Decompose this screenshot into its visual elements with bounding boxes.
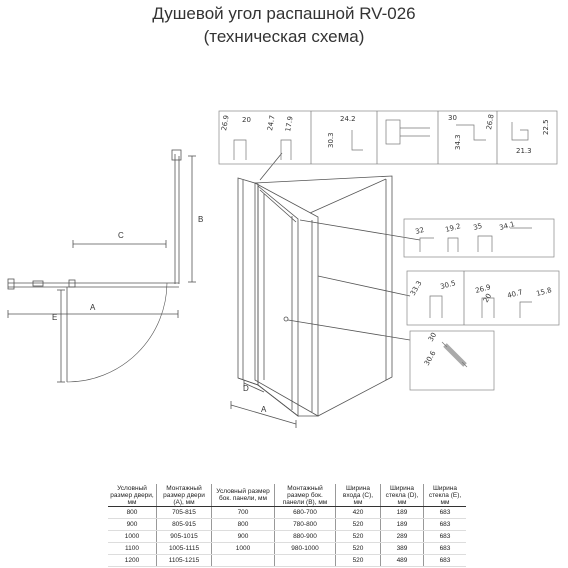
svg-text:26.9: 26.9 [474, 283, 491, 295]
svg-text:22.5: 22.5 [542, 119, 550, 135]
table-header: Ширина стекла (D), мм [380, 484, 424, 507]
iso-label-d: D [243, 384, 249, 393]
table-header: Ширина стекла (E), мм [423, 484, 466, 507]
table-header: Условный размер двери, мм [108, 484, 157, 507]
svg-text:30.5: 30.5 [439, 279, 456, 291]
table-header: Монтажный размер бок. панели (B), мм [274, 484, 336, 507]
svg-text:35: 35 [472, 222, 483, 232]
detail-hinge-profiles [403, 218, 555, 258]
svg-text:26.8: 26.8 [485, 114, 496, 131]
detail-top-profiles [218, 110, 558, 165]
svg-text:32: 32 [414, 226, 425, 236]
detail-handle [409, 330, 495, 391]
diagram-subtitle: (техническая схема) [203, 27, 365, 46]
detail-hinge-dimensions: 32 19.2 35 34.1 [414, 220, 515, 236]
table-header: Условный размер бок. панели, мм [211, 484, 275, 507]
plan-label-c: C [118, 231, 124, 240]
svg-text:24.2: 24.2 [340, 115, 356, 123]
sizes-table: Условный размер двери, мм Монтажный разм… [108, 484, 466, 567]
svg-text:33.3: 33.3 [409, 279, 424, 297]
svg-text:30: 30 [427, 331, 438, 343]
svg-text:40.7: 40.7 [506, 288, 523, 300]
svg-text:20: 20 [242, 116, 251, 124]
table-header: Монтажный размер двери (A), мм [156, 484, 212, 507]
table-header: Ширина входа (C), мм [335, 484, 381, 507]
detail-seal-dimensions: 33.3 30.5 26.9 20 40.7 15.8 [409, 279, 553, 304]
svg-text:26.9: 26.9 [220, 115, 231, 132]
table-header-row: Условный размер двери, мм Монтажный разм… [108, 484, 466, 507]
plan-label-e: E [52, 313, 57, 322]
svg-text:30: 30 [448, 114, 457, 122]
detail-seal-profiles [406, 270, 560, 326]
svg-text:20: 20 [482, 292, 493, 304]
svg-text:17.9: 17.9 [284, 116, 295, 133]
svg-text:24.7: 24.7 [266, 115, 277, 132]
svg-text:30.6: 30.6 [423, 349, 438, 367]
isometric-view [230, 152, 421, 428]
diagram-title: Душевой угол распашной RV-026 [152, 4, 416, 23]
svg-text:34.1: 34.1 [498, 220, 515, 232]
detail-top-dimensions: 26.9 20 24.7 17.9 24.2 30.3 30 26.8 34.3… [220, 114, 550, 155]
plan-label-a: A [90, 303, 96, 312]
svg-text:21.3: 21.3 [516, 147, 532, 155]
svg-text:34.3: 34.3 [454, 134, 462, 150]
svg-text:30.3: 30.3 [327, 132, 335, 148]
iso-label-a: A [261, 405, 267, 414]
plan-label-b: B [198, 215, 203, 224]
detail-handle-dimensions: 30 30.6 [423, 331, 438, 367]
svg-text:19.2: 19.2 [444, 222, 461, 234]
plan-view [7, 149, 196, 383]
svg-text:15.8: 15.8 [535, 286, 552, 298]
